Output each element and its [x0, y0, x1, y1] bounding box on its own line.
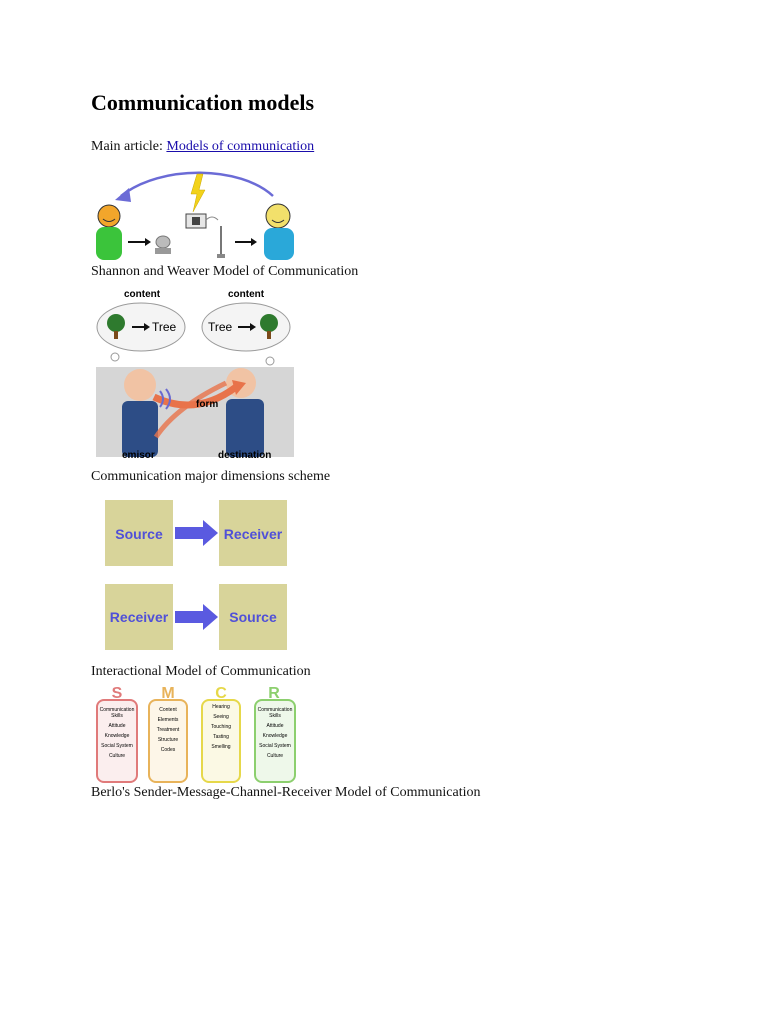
destination-body	[226, 399, 264, 457]
receiver-figure	[264, 203, 294, 260]
smcr-column-m: M Content Elements Treatment Structure C…	[148, 685, 188, 783]
s-item-2: Attitude	[109, 723, 126, 729]
noise-source-icon	[185, 173, 219, 229]
receiver-box-2-label: Receiver	[110, 609, 169, 625]
content-label-left: content	[124, 289, 161, 300]
source-box-2	[219, 584, 287, 650]
c-item-4: Smelling	[211, 744, 230, 750]
r-item-3: Knowledge	[263, 733, 288, 739]
r-item-1: Skills	[269, 713, 281, 719]
c-item-0: Hearing	[212, 704, 230, 710]
smcr-figure: S Communication Skills Attitude Knowledg…	[96, 685, 296, 783]
transmitter-icon	[155, 235, 171, 254]
s-item-0: Communication	[100, 707, 135, 713]
r-item-5: Culture	[267, 753, 283, 759]
tree-icon-right	[260, 314, 278, 332]
receiver-box-label: Receiver	[224, 526, 283, 542]
receiver-box-2	[105, 584, 173, 650]
emisor-body	[122, 401, 158, 457]
arrow-right-1	[203, 520, 218, 546]
source-box	[105, 500, 173, 566]
emisor-label: emisor	[122, 450, 155, 461]
source-box-2-label: Source	[229, 609, 277, 625]
caption-interactional: Interactional Model of Communication	[91, 664, 311, 679]
feedback-arc-arrow	[120, 171, 274, 197]
m-item-2: Treatment	[157, 727, 180, 733]
models-of-communication-link[interactable]: Models of communication	[166, 139, 315, 154]
s-item-3: Knowledge	[105, 733, 130, 739]
tree-word-left: Tree	[152, 320, 177, 334]
interaction-row-1: Source Receiver	[105, 500, 287, 566]
m-item-4: Codes	[161, 747, 176, 753]
smcr-column-c: C Hearing Seeing Touching Tasting Smelli…	[201, 685, 241, 783]
caption-shannon-weaver: Shannon and Weaver Model of Communicatio…	[91, 264, 359, 279]
feedback-arrowhead	[115, 188, 131, 202]
r-item-2: Attitude	[267, 723, 284, 729]
s-item-4: Social System	[101, 743, 133, 749]
m-item-3: Structure	[158, 737, 179, 743]
form-label: form	[196, 399, 218, 410]
s-item-1: Skills	[111, 713, 123, 719]
page-title: Communication models	[91, 90, 315, 115]
m-item-0: Content	[159, 707, 177, 713]
interactional-figure: Source Receiver Receiver Source	[105, 500, 287, 650]
smcr-column-s: S Communication Skills Attitude Knowledg…	[96, 685, 138, 783]
dimensions-figure: content content Tree Tree form emisor de…	[96, 289, 294, 461]
main-article-line: Main article: Models of communication	[91, 139, 314, 155]
tree-icon-left	[107, 314, 125, 332]
tree-word-right: Tree	[208, 320, 233, 334]
c-item-2: Touching	[211, 724, 231, 730]
receiver-antenna-icon	[217, 226, 225, 258]
r-item-0: Communication	[258, 707, 293, 713]
content-label-right: content	[228, 289, 265, 300]
main-article-prefix: Main article:	[91, 139, 163, 154]
destination-label: destination	[218, 450, 271, 461]
letter-m: M	[161, 685, 174, 702]
s-item-5: Culture	[109, 753, 125, 759]
interaction-row-2: Receiver Source	[105, 584, 287, 650]
caption-dimensions: Communication major dimensions scheme	[91, 469, 331, 484]
source-box-label: Source	[115, 526, 163, 542]
emisor-head	[124, 369, 156, 401]
r-item-4: Social System	[259, 743, 291, 749]
letter-c: C	[215, 685, 227, 702]
receiver-box	[219, 500, 287, 566]
c-item-1: Seeing	[213, 714, 229, 720]
caption-smcr: Berlo's Sender-Message-Channel-Receiver …	[91, 785, 481, 800]
smcr-column-r: R Communication Skills Attitude Knowledg…	[254, 685, 296, 783]
arrow-right-2	[203, 604, 218, 630]
c-item-3: Tasting	[213, 734, 229, 740]
sender-figure	[96, 204, 122, 260]
letter-r: R	[268, 685, 280, 702]
shannon-weaver-figure	[96, 171, 294, 260]
letter-s: S	[112, 685, 123, 702]
m-item-1: Elements	[158, 717, 179, 723]
